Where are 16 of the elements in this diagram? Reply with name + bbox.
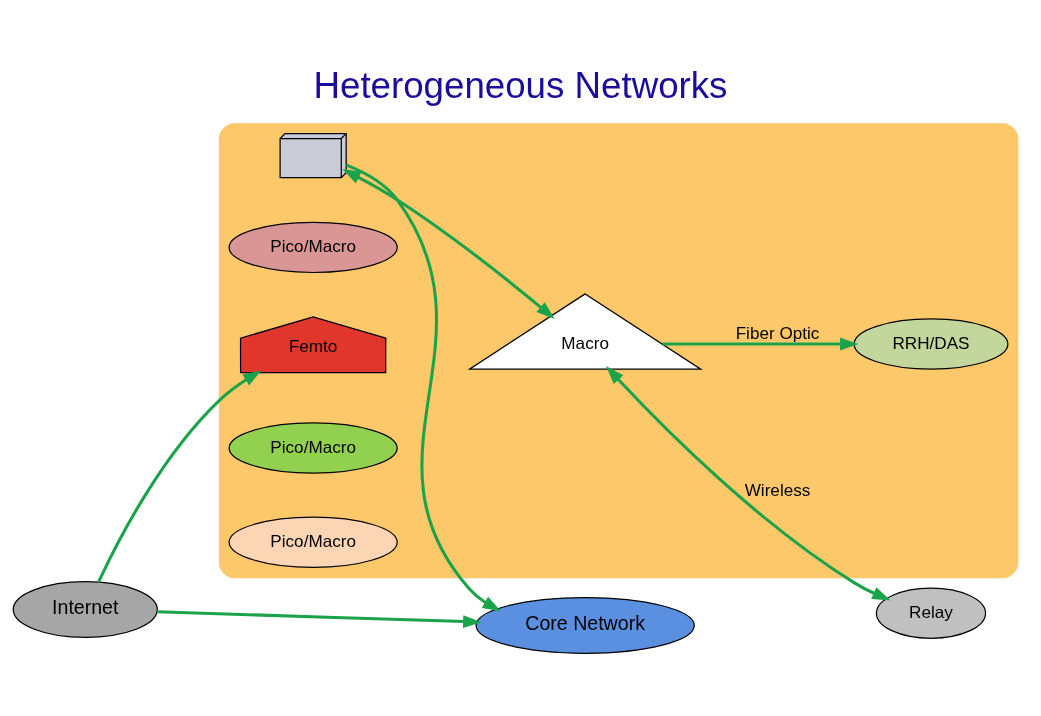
arrow xyxy=(342,168,555,319)
arrow xyxy=(157,609,482,628)
arrow xyxy=(97,369,262,583)
node-ellipse: RRH/DAS xyxy=(853,317,1009,370)
node-ellipse: Internet xyxy=(12,580,158,638)
arrow xyxy=(345,163,501,611)
node-ellipse: Pico/Macro xyxy=(228,221,398,273)
arrow xyxy=(606,365,891,600)
node-ellipse: Relay xyxy=(875,587,987,639)
node-ellipse: Pico/Macro xyxy=(228,516,398,568)
diagram-title: Heterogeneous Networks xyxy=(313,64,728,106)
edge-label: Fiber Optic xyxy=(735,323,820,343)
edge-label: Wireless xyxy=(744,480,811,500)
arrow xyxy=(662,337,859,350)
cluster xyxy=(218,122,1019,578)
node-ellipse: Pico/Macro xyxy=(228,421,398,474)
